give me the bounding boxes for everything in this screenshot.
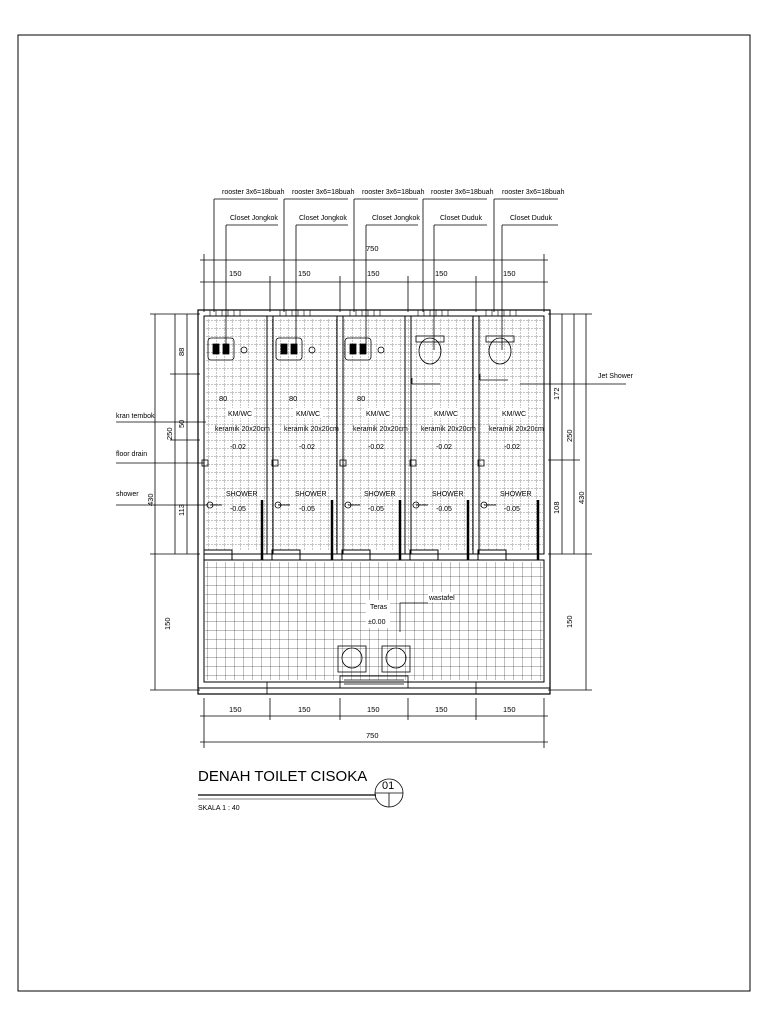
dim-total-top: 750 — [366, 244, 379, 253]
room-shower-level-1: -0.05 — [230, 506, 246, 513]
dim-right-teras: 150 — [565, 615, 574, 628]
floor-drain-label: floor drain — [116, 451, 147, 458]
dim-inner-2: 80 — [289, 394, 297, 403]
dim-bay-top-2: 150 — [298, 269, 311, 278]
dim-bay-bottom-2: 150 — [298, 705, 311, 714]
teras-label: Teras — [370, 604, 388, 611]
right-dimensions — [548, 313, 592, 691]
closet-note-1: Closet Jongkok — [230, 215, 278, 222]
drawing-title: DENAH TOILET CISOKA — [198, 768, 367, 785]
rooster-note-2: rooster 3x6=18buah — [292, 189, 355, 196]
bottom-dimensions — [200, 698, 548, 748]
drawing-scale: SKALA 1 : 40 — [198, 805, 240, 812]
closet-duduk-5 — [479, 335, 515, 381]
dim-bay-top-5: 150 — [503, 269, 516, 278]
closet-note-3: Closet Jongkok — [372, 215, 420, 222]
top-dimensions — [200, 254, 548, 312]
dim-bay-bottom-5: 150 — [503, 705, 516, 714]
room-level-3: -0.02 — [368, 444, 384, 451]
closet-note-2: Closet Jongkok — [299, 215, 347, 222]
teras-area: Teras ±0.00 wastafel — [337, 592, 455, 673]
room-shower-level-5: -0.05 — [504, 506, 520, 513]
jet-shower-label: Jet Shower — [598, 373, 634, 380]
left-annotations: kran tembok floor drain shower — [116, 413, 208, 506]
room-floor-4: keramik 20x20cm — [421, 426, 476, 433]
kran-label: kran tembok — [116, 413, 155, 420]
sheet-border — [17, 34, 751, 992]
dim-bay-top-3: 150 — [367, 269, 380, 278]
room-floor-2: keramik 20x20cm — [284, 426, 339, 433]
right-annotations: Jet Shower — [520, 373, 634, 385]
room-level-4: -0.02 — [436, 444, 452, 451]
room-shower-level-2: -0.05 — [299, 506, 315, 513]
closet-duduk-4 — [411, 335, 445, 385]
rooster-note-1: rooster 3x6=18buah — [222, 189, 285, 196]
dim-right-top: 172 — [552, 387, 561, 400]
drawing-number: 01 — [382, 780, 394, 792]
room-labels: KM/WC keramik 20x20cm -0.02 SHOWER -0.05… — [215, 408, 544, 513]
rooster-note-5: rooster 3x6=18buah — [502, 189, 565, 196]
dim-left-wc-top: 88 — [177, 348, 186, 356]
rooster-note-3: rooster 3x6=18buah — [362, 189, 425, 196]
dim-right-total: 430 — [577, 491, 586, 504]
dim-total-bottom: 750 — [366, 731, 379, 740]
dim-left-shower: 113 — [177, 504, 186, 516]
room-shower-5: SHOWER — [500, 491, 532, 498]
closet-note-4: Closet Duduk — [440, 215, 483, 222]
wc-floor-tiles — [205, 318, 543, 550]
dim-left-wc-mid: 50 — [177, 420, 186, 428]
dim-left-teras: 150 — [163, 617, 172, 630]
room-floor-5: keramik 20x20cm — [489, 426, 544, 433]
room-shower-2: SHOWER — [295, 491, 327, 498]
left-dimensions — [150, 313, 200, 691]
teras-level: ±0.00 — [368, 619, 386, 626]
room-shower-level-4: -0.05 — [436, 506, 452, 513]
room-level-1: -0.02 — [230, 444, 246, 451]
dim-bay-top-4: 150 — [435, 269, 448, 278]
room-name-5: KM/WC — [502, 411, 526, 418]
building — [197, 309, 551, 695]
room-shower-level-3: -0.05 — [368, 506, 384, 513]
wastafel-basins — [337, 645, 411, 673]
dim-bay-top-1: 150 — [229, 269, 242, 278]
top-notes: rooster 3x6=18buah rooster 3x6=18buah ro… — [213, 189, 565, 350]
dim-inner-3: 80 — [357, 394, 365, 403]
dim-bay-bottom-3: 150 — [367, 705, 380, 714]
room-shower-3: SHOWER — [364, 491, 396, 498]
room-shower-4: SHOWER — [432, 491, 464, 498]
room-name-1: KM/WC — [228, 411, 252, 418]
room-shower-1: SHOWER — [226, 491, 258, 498]
room-level-2: -0.02 — [299, 444, 315, 451]
room-name-2: KM/WC — [296, 411, 320, 418]
dim-left-upper: 250 — [165, 427, 174, 440]
rooster-note-4: rooster 3x6=18buah — [431, 189, 494, 196]
closet-jongkok-2 — [275, 337, 316, 361]
dim-bay-bottom-4: 150 — [435, 705, 448, 714]
wastafel-label: wastafel — [428, 595, 455, 602]
dim-right-upper: 250 — [565, 429, 574, 442]
dim-bay-bottom-1: 150 — [229, 705, 242, 714]
room-name-3: KM/WC — [366, 411, 390, 418]
title-block: DENAH TOILET CISOKA SKALA 1 : 40 01 — [198, 768, 404, 812]
room-name-4: KM/WC — [434, 411, 458, 418]
closet-note-5: Closet Duduk — [510, 215, 553, 222]
closet-jongkok-1 — [207, 337, 248, 361]
room-floor-3: keramik 20x20cm — [353, 426, 408, 433]
dim-right-shower: 108 — [552, 501, 561, 514]
dim-left-total: 430 — [146, 493, 155, 506]
shower-label: shower — [116, 491, 139, 498]
room-floor-1: keramik 20x20cm — [215, 426, 270, 433]
closet-jongkok-3 — [344, 337, 385, 361]
room-level-5: -0.02 — [504, 444, 520, 451]
shower-points — [206, 501, 496, 509]
dim-inner-1: 80 — [219, 394, 227, 403]
